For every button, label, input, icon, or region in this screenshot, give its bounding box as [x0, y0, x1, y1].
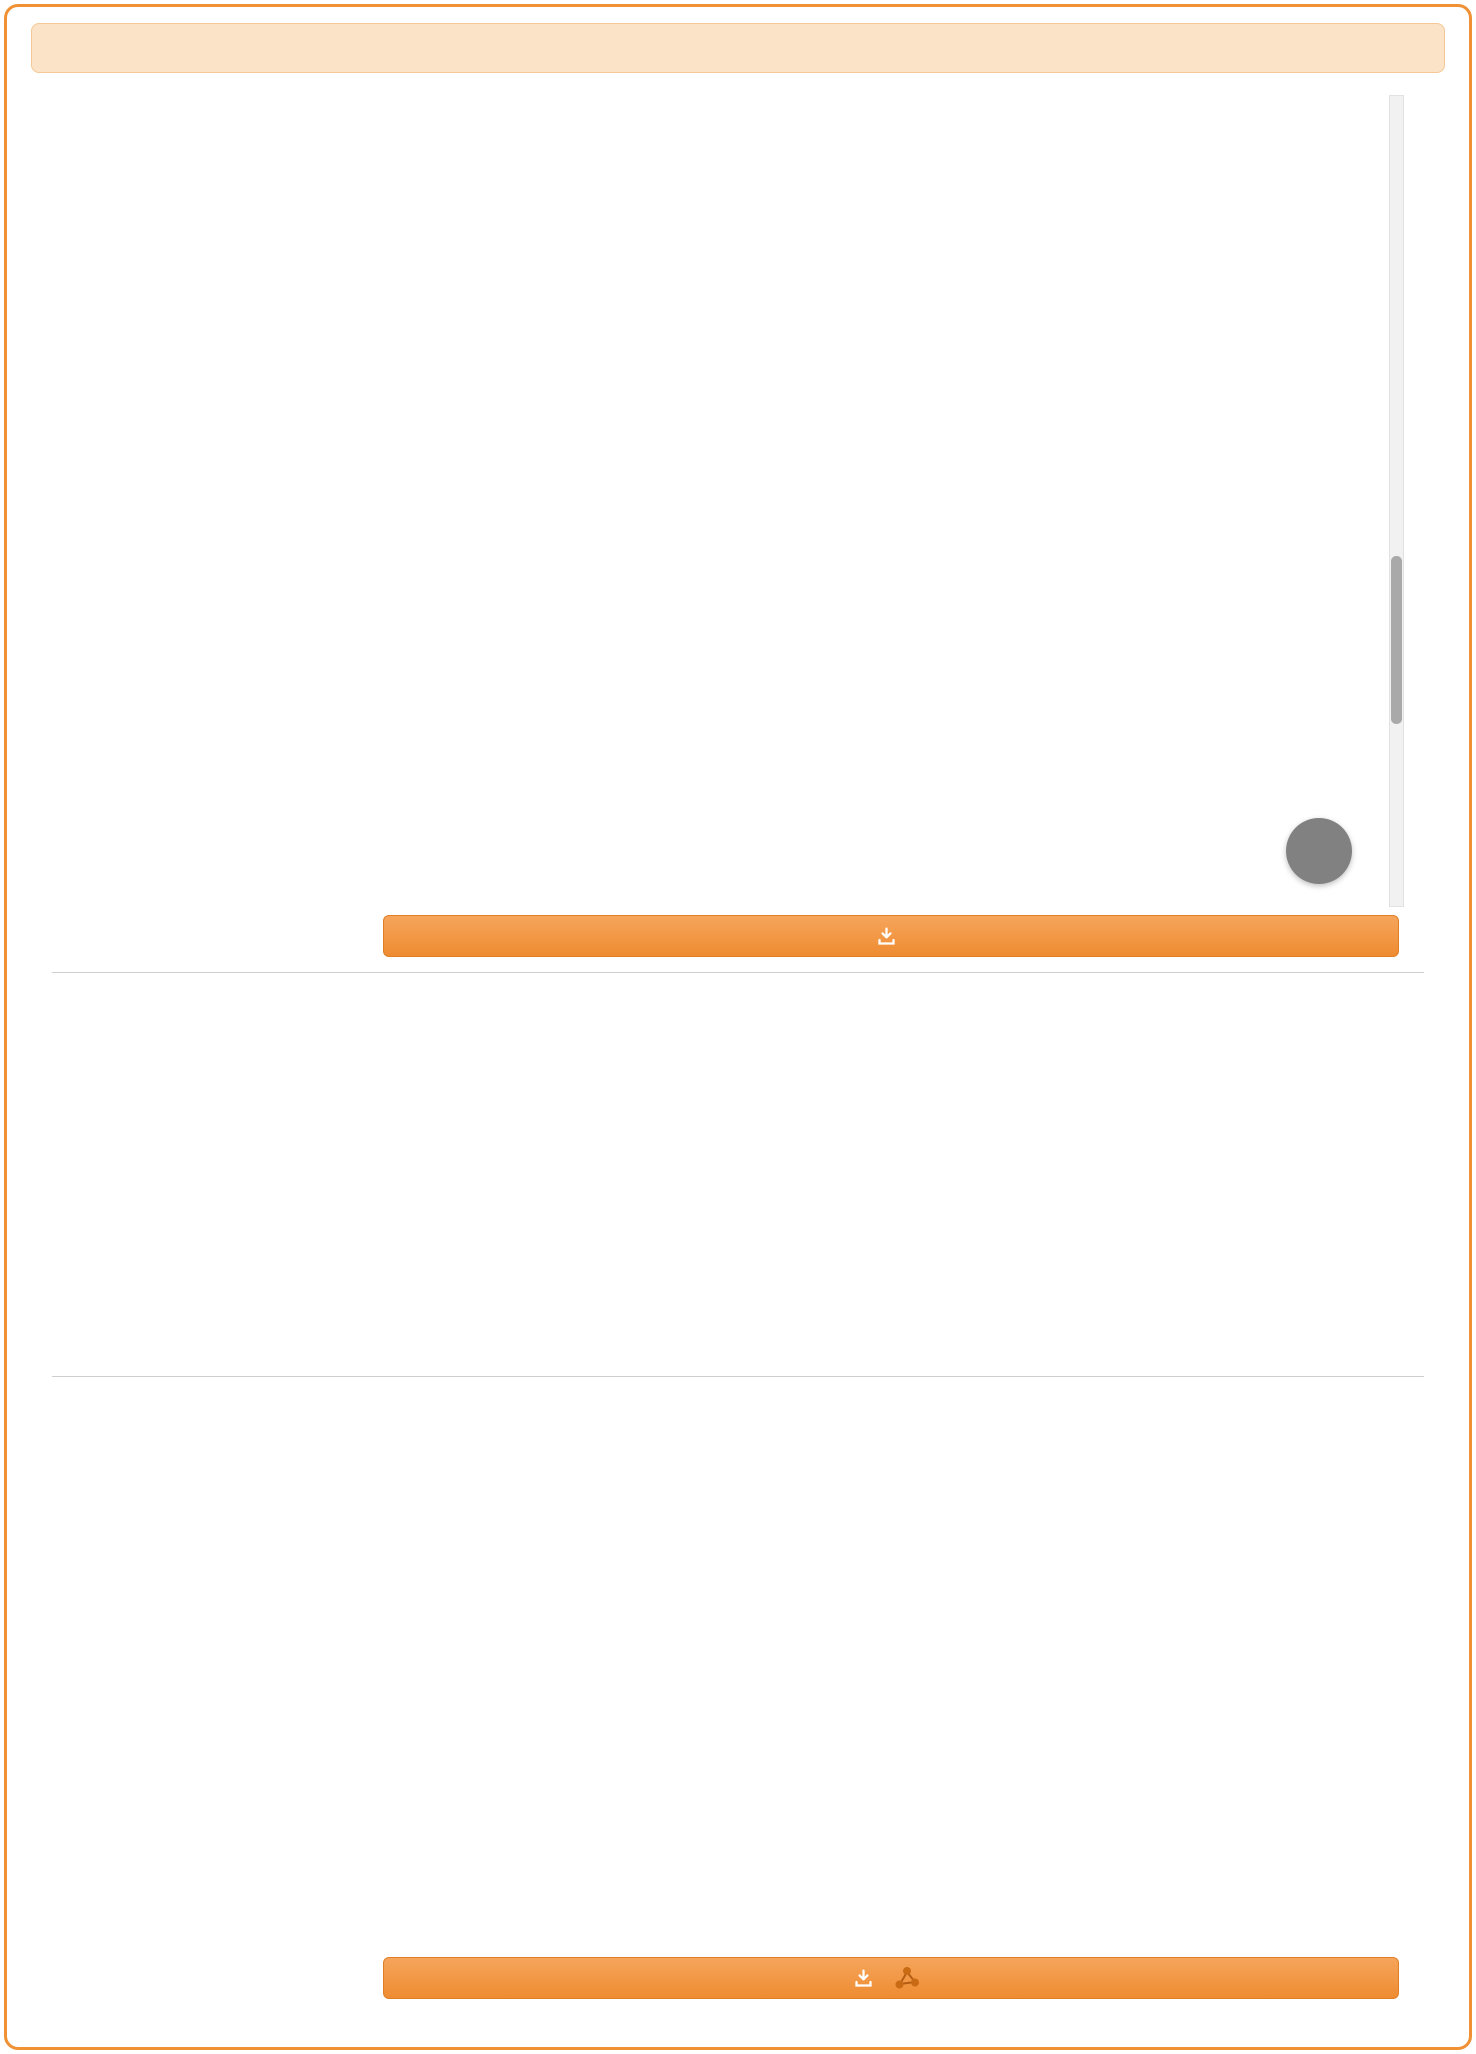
interaction-atlas-graph — [337, 1386, 1471, 1950]
drug-status-legend — [52, 557, 332, 569]
approved-drugs-table-section — [52, 989, 1430, 1041]
scrollbar-down-icon[interactable] — [1390, 892, 1403, 906]
cytoscape-icon — [895, 1967, 919, 1989]
download-icon — [877, 926, 895, 945]
sankey-chart — [7, 95, 1472, 915]
download-atlas-button[interactable] — [383, 1957, 1399, 1999]
page — [4, 4, 1472, 2050]
divider — [52, 972, 1424, 973]
sankey-section — [7, 95, 1472, 915]
molecule-type-legend — [52, 407, 332, 419]
scrollbar[interactable] — [1389, 95, 1404, 907]
page-title-bar — [31, 23, 1445, 73]
divider — [52, 1376, 1424, 1377]
download-drug-list-button[interactable] — [383, 915, 1399, 957]
molecule-interaction-atlas-section — [7, 1386, 1471, 1950]
scroll-to-top-button[interactable] — [1286, 818, 1352, 884]
show-full-list-link[interactable] — [52, 1019, 1430, 1041]
scrollbar-thumb[interactable] — [1391, 556, 1402, 724]
download-icon — [854, 1968, 872, 1987]
scrollbar-up-icon[interactable] — [1390, 96, 1403, 110]
